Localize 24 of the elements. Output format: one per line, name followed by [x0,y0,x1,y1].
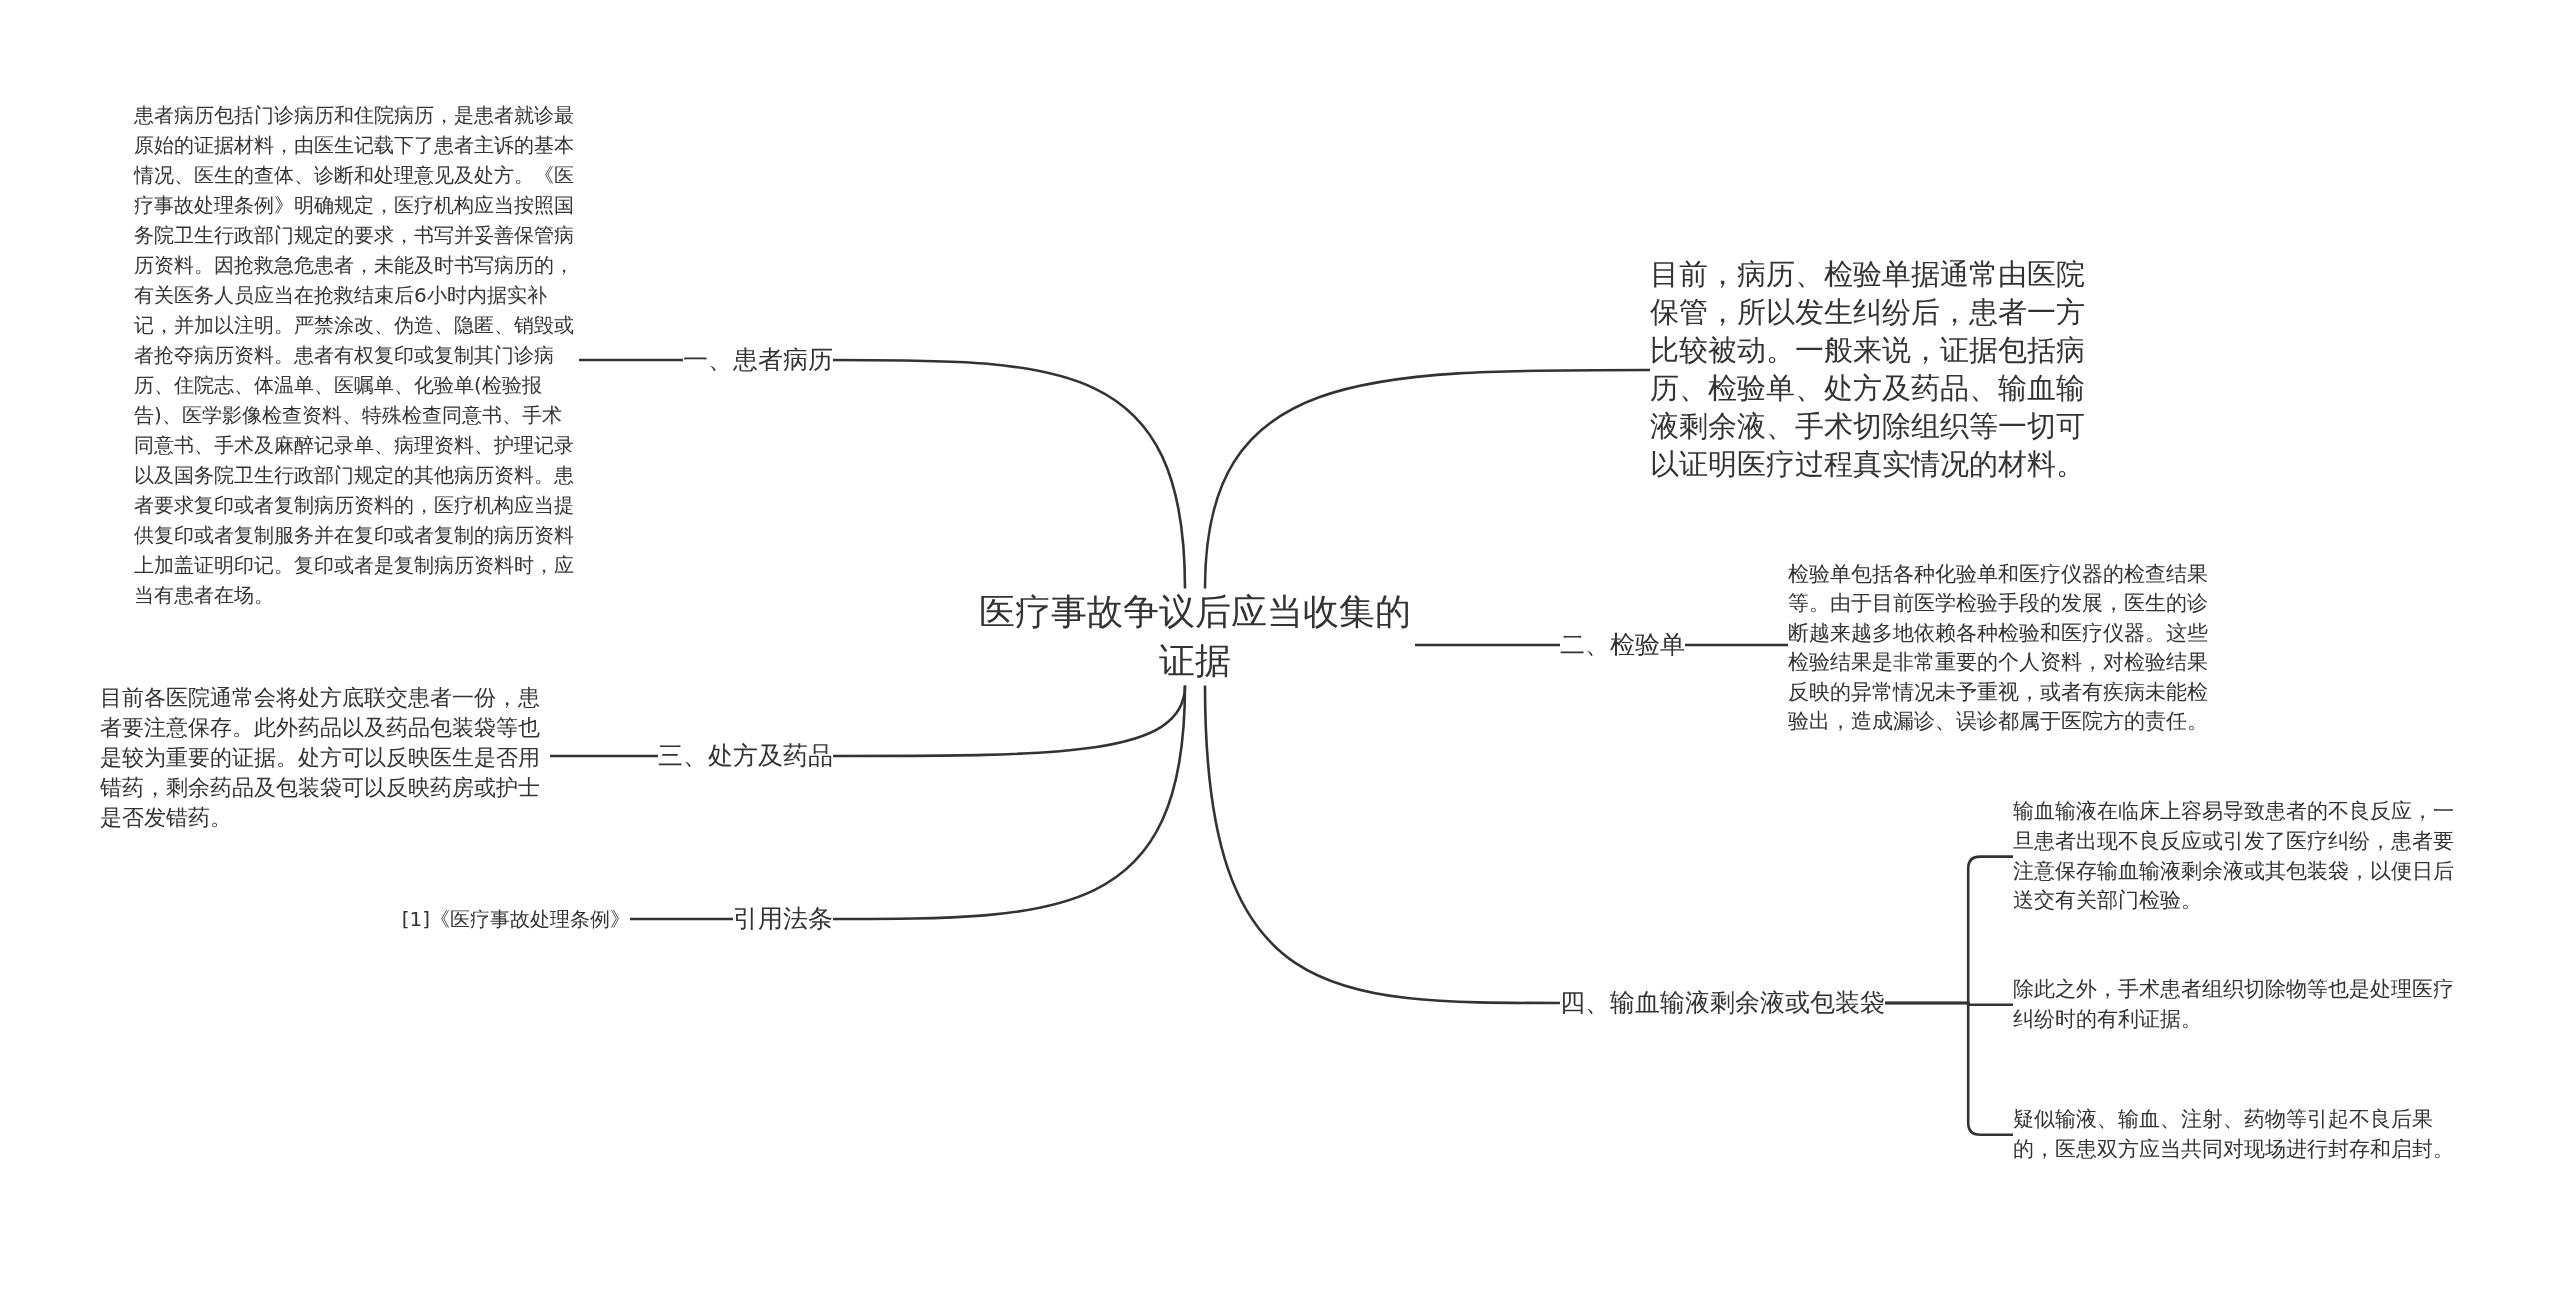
branch-topic: 一、患者病历 [683,343,833,377]
connector-line [550,754,658,758]
note-text: 患者病历包括门诊病历和住院病历，是患者就诊最原始的证据材料，由医生记载下了患者主诉的基本情况、医生的查体、诊断和处理意见及处方。《医疗事故处理条例》明确规定，医疗机构应当按照国务院卫生行政部门规定的要求，书写并妥善保管病历资料。因抢救急危患者，未能及时书写病历的，有关医务人员应当在抢救结束后6小时内据实补记，并加以注明。严禁涂改、伪造、隐匿、销毁或者抢夺病历资料。患者有权复印或复制其门诊病历、住院志、体温单、医嘱单、化验单(检验报告)、医学影像检查资料、特殊检查同意书、手术同意书、手术及麻醉记录单、病理资料、护理记录以及国务院卫生行政部门规定的其他病历资料。患者要求复印或者复制病历资料的，医疗机构应当提供复印或者复制服务并在复印或者复制的病历资料上加盖证明印记。复印或者是复制病历资料时，应当有患者在场。 [134,100,579,610]
note-text: [1]《医疗事故处理条例》 [401,906,630,932]
central-topic: 医疗事故争议后应当收集的证据 [975,588,1415,686]
branch-topic: 四、输血输液剩余液或包装袋 [1560,986,1885,1020]
branch-topic: 引用法条 [733,902,833,936]
connector-line [1203,368,1650,589]
connector-line [833,358,1187,589]
connector-line [1415,643,1560,647]
branch-topic: 三、处方及药品 [658,739,833,773]
note-text: 疑似输液、输血、注射、药物等引起不良后果的，医患双方应当共同对现场进行封存和启封。 [2013,1105,2463,1165]
connector-line [630,917,733,921]
note-text: 检验单包括各种化验单和医疗仪器的检查结果等。由于目前医学检验手段的发展，医生的诊断越来越多地依赖各种检验和医疗仪器。这些检验结果是非常重要的个人资料，对检验结果反映的异常情况未予重视，或者有疾病未能检验出，造成漏诊、误诊都属于医院方的责任。 [1788,560,2218,737]
note-text: 输血输液在临床上容易导致患者的不良反应，一旦患者出现不良反应或引发了医疗纠纷，患者要注意保存输血输液剩余液或其包装袋，以便日后送交有关部门检验。 [2013,797,2463,917]
connector-line [1203,685,1560,1005]
branch-topic: 二、检验单 [1560,628,1685,662]
bracket-connector [1885,1001,2013,1137]
connector-line [579,358,683,362]
connector-line [1685,643,1788,647]
note-text: 除此之外，手术患者组织切除物等也是处理医疗纠纷时的有利证据。 [2013,975,2463,1035]
summary-text: 目前，病历、检验单据通常由医院保管，所以发生纠纷后，患者一方比较被动。一般来说，证据包括病历、检验单、处方及药品、输血输液剩余液、手术切除组织等一切可以证明医疗过程真实情况的材料。 [1650,256,2095,484]
note-text: 目前各医院通常会将处方底联交患者一份，患者要注意保存。此外药品以及药品包装袋等也是较为重要的证据。处方可以反映医生是否用错药，剩余药品及包装袋可以反映药房或护士是否发错药。 [100,683,550,833]
connector-line [833,685,1187,921]
